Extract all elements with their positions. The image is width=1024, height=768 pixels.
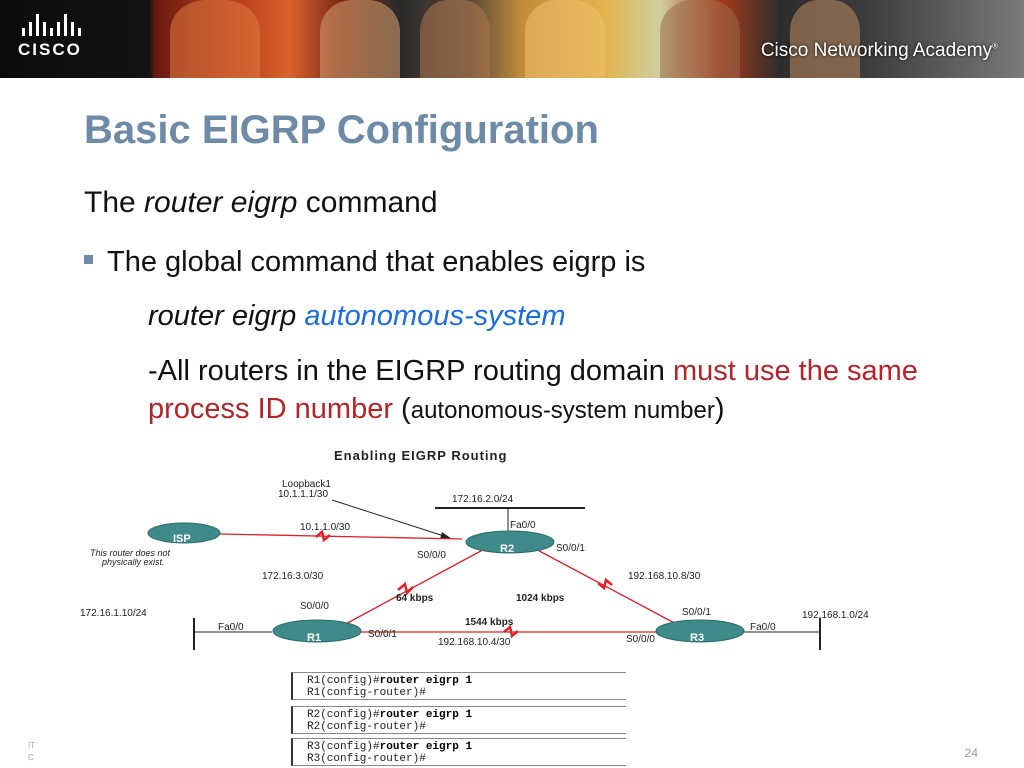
topology-diagram: Enabling EIGRP Routing Loopback1 10.1.1.…	[80, 448, 869, 650]
bullet-square-icon	[84, 255, 93, 264]
bw-r1-r2: 64 kbps	[396, 593, 434, 604]
r3-command-box: R3(config)#router eigrp 1 R3(config-rout…	[291, 738, 626, 766]
r1-label: R1	[307, 632, 321, 644]
r1-s000: S0/0/0	[300, 601, 329, 612]
note-pre: -All routers in the EIGRP routing domain	[148, 355, 673, 387]
cisco-wordmark: CISCO	[18, 40, 82, 59]
net-r1-lan: 172.16.1.10/24	[80, 608, 147, 619]
r2-command-box: R2(config)#router eigrp 1 R2(config-rout…	[291, 706, 626, 734]
serial-zigzag-icon-2	[397, 581, 414, 596]
r2-router-icon	[465, 530, 555, 554]
r3-prompt: R3(config)#	[307, 741, 380, 753]
header-banner: CISCO Cisco Networking Academy®	[0, 0, 1024, 78]
net-r1-r3: 192.168.10.4/30	[438, 637, 511, 648]
subtitle-italic: router eigrp	[144, 186, 298, 219]
r1-router-icon	[272, 619, 362, 643]
net-r3-lan: 192.168.1.0/24	[802, 610, 869, 621]
net-r2-r3: 192.168.10.8/30	[628, 571, 701, 582]
r2-command: router eigrp 1	[379, 709, 473, 721]
bw-r1-r3: 1544 kbps	[465, 617, 514, 628]
r3-s001: S0/0/1	[682, 607, 711, 618]
slide-subtitle: The router eigrp command	[84, 186, 438, 220]
note-close: )	[714, 393, 725, 425]
note-small: autonomous-system number	[410, 397, 715, 424]
net-r1-r2: 172.16.3.0/30	[262, 571, 324, 582]
r1-command-line: R1(config)#router eigrp 1	[307, 675, 626, 687]
r2-label: R2	[500, 543, 514, 555]
arrow-head-icon	[440, 532, 452, 539]
command-syntax: router eigrp autonomous-system	[148, 300, 565, 333]
footer-copyright: IT C	[28, 740, 35, 764]
note-red: must use the same process ID number	[148, 355, 918, 425]
note-paragraph: -All routers in the EIGRP routing domain…	[148, 352, 938, 444]
subtitle-pre: The	[84, 186, 145, 219]
r3-command: router eigrp 1	[379, 741, 473, 753]
net-isp-link: 10.1.1.0/30	[300, 522, 350, 533]
isp-r2-link	[219, 533, 463, 540]
banner-photo-2	[320, 0, 400, 78]
banner-photo-4	[525, 0, 605, 78]
loopback-name: Loopback1	[282, 479, 331, 490]
r3-command-line: R3(config)#router eigrp 1	[307, 741, 626, 753]
loopback-arrow	[331, 499, 451, 539]
r1-prompt: R1(config)#	[307, 675, 380, 687]
r3-fa-label: Fa0/0	[750, 622, 776, 633]
r3-router-icon	[655, 619, 745, 643]
r1-r2-link	[341, 545, 491, 627]
r1-command: router eigrp 1	[379, 675, 473, 687]
isp-label: ISP	[173, 533, 191, 545]
slide-title: Basic EIGRP Configuration	[84, 108, 599, 152]
command-param: autonomous-system	[304, 300, 566, 332]
figure-title: Enabling EIGRP Routing	[334, 448, 507, 463]
note-paren-open: (	[393, 393, 411, 425]
footer-line-2: C	[28, 753, 34, 762]
r1-s001: S0/0/1	[368, 629, 397, 640]
serial-zigzag-icon-3	[597, 577, 613, 591]
bullet-item: The global command that enables eigrp is	[84, 246, 645, 279]
loopback-ip: 10.1.1.1/30	[278, 489, 328, 500]
r2-command-line: R2(config)#router eigrp 1	[307, 709, 626, 721]
cisco-bars-icon	[22, 14, 108, 36]
r1-command-box: R1(config)#router eigrp 1 R1(config-rout…	[291, 672, 626, 700]
isp-router-icon	[147, 522, 221, 544]
r2-s001: S0/0/1	[556, 543, 585, 554]
banner-photo-3	[420, 0, 490, 78]
isp-note-2: physically exist.	[101, 557, 165, 567]
academy-text: Cisco Networking Academy	[760, 40, 993, 61]
r1-router-prompt: R1(config-router)#	[307, 687, 426, 699]
net-r2-lan: 172.16.2.0/24	[452, 494, 514, 505]
bullet-text: The global command that enables eigrp is	[107, 246, 646, 278]
r3-s000: S0/0/0	[626, 634, 655, 645]
page-number: 24	[964, 746, 978, 760]
registered-mark: ®	[992, 41, 998, 51]
banner-photo-5	[660, 0, 740, 78]
academy-brand: Cisco Networking Academy®	[761, 40, 998, 62]
cisco-logo: CISCO	[18, 14, 108, 64]
banner-photo-6	[790, 0, 860, 78]
serial-zigzag-icon	[315, 529, 331, 543]
banner-photo-1	[170, 0, 260, 78]
footer-line-1: IT	[28, 741, 36, 750]
command-plain: router eigrp	[148, 300, 305, 332]
r2-router-prompt: R2(config-router)#	[307, 721, 426, 733]
r2-prompt: R2(config)#	[307, 709, 380, 721]
isp-note-1: This router does not	[90, 548, 171, 558]
r2-fa-label: Fa0/0	[510, 520, 536, 531]
bw-r2-r3: 1024 kbps	[516, 593, 565, 604]
r3-router-prompt: R3(config-router)#	[307, 753, 426, 765]
r2-s000: S0/0/0	[417, 550, 446, 561]
topology-figure: Enabling EIGRP Routing Loopback1 10.1.1.…	[80, 446, 950, 661]
serial-zigzag-icon-4	[503, 624, 519, 639]
subtitle-post: command	[297, 186, 438, 219]
r1-fa-label: Fa0/0	[218, 622, 244, 633]
r3-label: R3	[690, 632, 704, 644]
